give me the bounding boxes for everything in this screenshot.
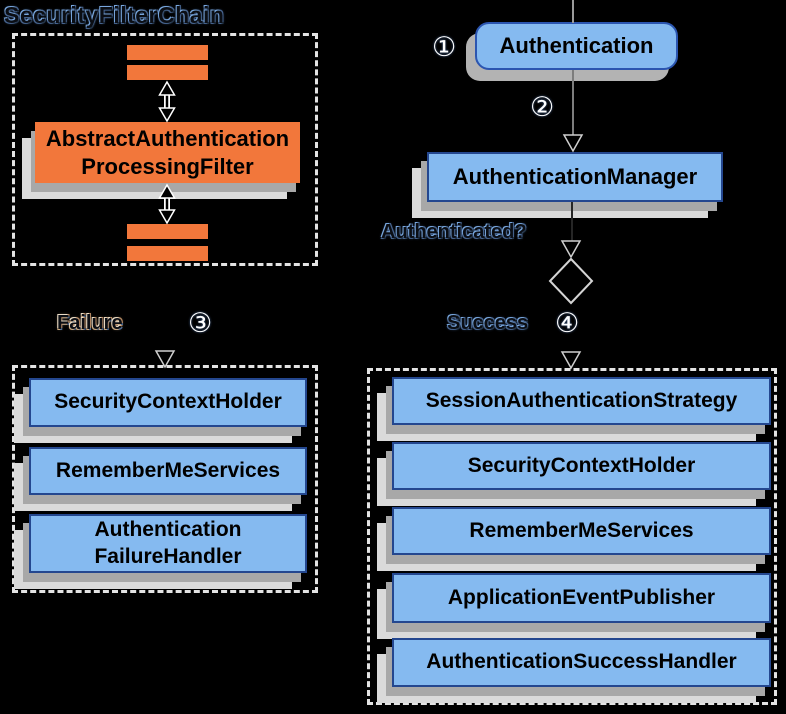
failure-handler-node: SecurityContextHolder <box>29 378 307 427</box>
down-arrowhead-icon <box>560 240 582 259</box>
authentication-node: Authentication <box>475 22 678 70</box>
down-arrowhead-icon <box>562 134 584 153</box>
step-2-badge: ② <box>530 92 555 123</box>
step-1-badge: ① <box>432 32 457 63</box>
success-label: Success <box>447 312 529 334</box>
step-4-badge: ④ <box>555 308 580 339</box>
failure-handler-node: RememberMeServices <box>29 447 307 495</box>
filter-bar <box>127 246 208 261</box>
success-handler-node: RememberMeServices <box>392 507 771 555</box>
abstract-authentication-processing-filter-node: AbstractAuthentication ProcessingFilter <box>35 122 300 183</box>
security-filter-chain-box <box>12 33 318 266</box>
security-filter-chain-title: SecurityFilterChain <box>4 2 225 28</box>
authentication-manager-node: AuthenticationManager <box>427 152 723 202</box>
success-handler-node: SessionAuthenticationStrategy <box>392 377 771 425</box>
authenticated-question-label: Authenticated? <box>381 221 527 243</box>
success-handler-node: ApplicationEventPublisher <box>392 573 771 623</box>
failure-label: Failure <box>57 312 123 334</box>
down-arrowhead-icon <box>560 351 582 370</box>
filter-bar <box>127 45 208 60</box>
decision-diamond <box>548 257 594 305</box>
success-handler-node: SecurityContextHolder <box>392 442 771 490</box>
failure-handler-node: Authentication FailureHandler <box>29 514 307 573</box>
filter-bar <box>127 224 208 239</box>
success-handler-node: AuthenticationSuccessHandler <box>392 638 771 687</box>
filter-bar <box>127 65 208 80</box>
step-3-badge: ③ <box>188 308 213 339</box>
